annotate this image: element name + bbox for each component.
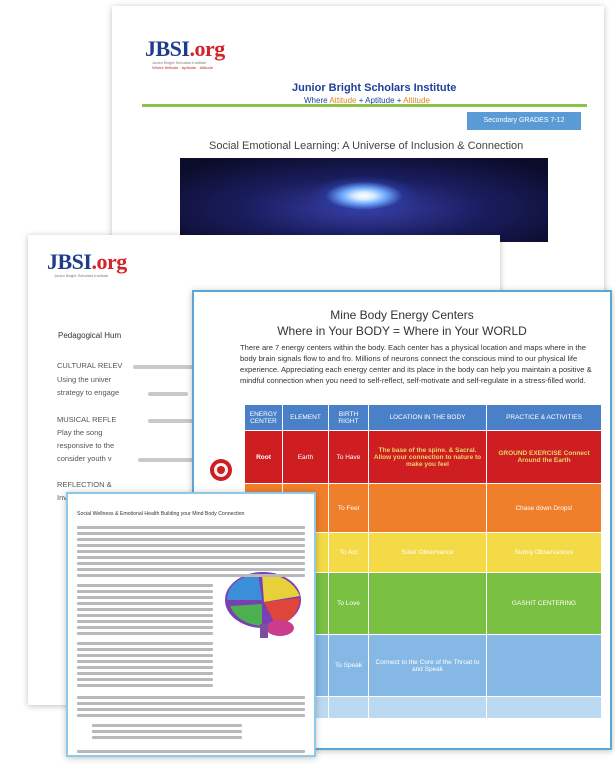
table-cell: To Love xyxy=(328,572,369,635)
logo-tagline: Junior Bright Scholars Institute xyxy=(54,273,109,278)
galaxy-image xyxy=(180,158,548,242)
org-motto: Where Attitude + Aptitude + Altitude xyxy=(304,96,430,105)
blurred-text-line xyxy=(77,702,305,705)
text-line: strategy to engage xyxy=(57,388,120,397)
blurred-text-line xyxy=(77,654,213,657)
text-line: Play the song xyxy=(57,428,103,437)
table-cell xyxy=(486,696,602,719)
table-cell: GROUND EXERCISE Connect Around the Earth xyxy=(486,430,602,484)
table-cell xyxy=(328,696,369,719)
handout-intro-text: There are 7 energy centers within the bo… xyxy=(240,343,592,385)
table-cell xyxy=(368,572,487,635)
blurred-text-line xyxy=(77,620,213,623)
blurred-text-line xyxy=(77,602,213,605)
blurred-text-line xyxy=(77,532,305,535)
text-line: Using the univer xyxy=(57,375,112,384)
col-header: ENERGY CENTER xyxy=(244,404,283,431)
blurred-text-line xyxy=(77,550,305,553)
blurred-text-line xyxy=(92,730,242,733)
blurred-text-line xyxy=(92,736,242,739)
logo-tagline: Junior Bright Scholars Institute xyxy=(152,60,207,65)
blurred-text xyxy=(133,365,193,369)
blurred-text-line xyxy=(77,544,305,547)
page-title: Social Emotional Learning: A Universe of… xyxy=(209,140,524,152)
blurred-text-line xyxy=(92,724,242,727)
blurred-text-line xyxy=(77,684,213,687)
blurred-text-line xyxy=(77,678,213,681)
handout-title: Social Wellness & Emotional Health Build… xyxy=(77,511,245,517)
logo-tagline-motto: Where Attitude · Aptitude · Altitude xyxy=(152,65,213,70)
blurred-text-line xyxy=(77,556,305,559)
text-line: CULTURAL RELEV xyxy=(57,361,123,370)
org-name: Junior Bright Scholars Institute xyxy=(292,82,457,94)
col-header: ELEMENT xyxy=(282,404,329,431)
table-cell: Chase down Drops! xyxy=(486,483,602,533)
blurred-text-line xyxy=(77,672,213,675)
blurred-text-line xyxy=(77,590,213,593)
blurred-text-line xyxy=(77,596,213,599)
table-cell xyxy=(486,634,602,697)
text-line: MUSICAL REFLE xyxy=(57,415,117,424)
blurred-text-line xyxy=(77,750,305,753)
blurred-text-line xyxy=(77,632,213,635)
table-cell xyxy=(368,696,487,719)
table-cell: The base of the spine. & Sacral. Allow y… xyxy=(368,430,487,484)
table-cell: To Act xyxy=(328,532,369,573)
blurred-text-line xyxy=(77,626,213,629)
handout-title: Mine Body Energy Centers xyxy=(330,308,474,322)
blurred-text xyxy=(138,458,193,462)
blurred-text-line xyxy=(77,708,305,711)
handout-subtitle: Where in Your BODY = Where in Your WORLD xyxy=(277,324,527,338)
text-line: consider youth v xyxy=(57,454,112,463)
blurred-text xyxy=(148,419,193,423)
table-cell xyxy=(368,483,487,533)
grade-badge: Secondary GRADES 7-12 xyxy=(467,112,581,130)
jbsi-logo: JBSI.org xyxy=(47,249,127,274)
blurred-text-line xyxy=(77,562,305,565)
blurred-text-line xyxy=(77,614,213,617)
blurred-text-line xyxy=(77,608,213,611)
text-line: REFLECTION & xyxy=(57,480,112,489)
table-cell: To Speak xyxy=(328,634,369,697)
root-chakra-icon xyxy=(210,459,232,481)
blurred-text-line xyxy=(77,584,213,587)
blurred-text-line xyxy=(77,526,305,529)
blurred-text-line xyxy=(77,660,213,663)
mind-body-connection-handout: Social Wellness & Emotional Health Build… xyxy=(66,492,316,757)
table-cell: To Have xyxy=(328,430,369,484)
blurred-text-line xyxy=(77,574,305,577)
table-header-row: ENERGY CENTER ELEMENT BIRTH RIGHT LOCATI… xyxy=(244,404,602,431)
table-cell: To Feel xyxy=(328,483,369,533)
blurred-text xyxy=(148,392,188,396)
table-cell: GASHIT CENTERING xyxy=(486,572,602,635)
blurred-text-line xyxy=(77,714,305,717)
table-cell: Sunny Observances xyxy=(486,532,602,573)
blurred-text-line xyxy=(77,696,305,699)
col-header: LOCATION IN THE BODY xyxy=(368,404,487,431)
blurred-text-line xyxy=(77,648,213,651)
jbsi-logo: JBSI.org xyxy=(145,36,225,61)
blurred-text-line xyxy=(77,568,305,571)
header-divider xyxy=(142,104,587,107)
text-line: responsive to the xyxy=(57,441,115,450)
table-cell: Connect to the Core of the Throat to and… xyxy=(368,634,487,697)
section-heading: Pedagogical Hum xyxy=(58,331,122,340)
col-header: BIRTH RIGHT xyxy=(328,404,369,431)
blurred-text-line xyxy=(77,666,213,669)
col-header: PRACTICE & ACTIVITIES xyxy=(486,404,602,431)
table-cell: Root xyxy=(244,430,283,484)
blurred-text-line xyxy=(77,642,213,645)
blurred-text-line xyxy=(77,538,305,541)
brain-illustration xyxy=(225,572,301,638)
table-cell: Solar Observance xyxy=(368,532,487,573)
table-row: Root Earth To Have The base of the spine… xyxy=(244,430,602,484)
table-cell: Earth xyxy=(282,430,329,484)
